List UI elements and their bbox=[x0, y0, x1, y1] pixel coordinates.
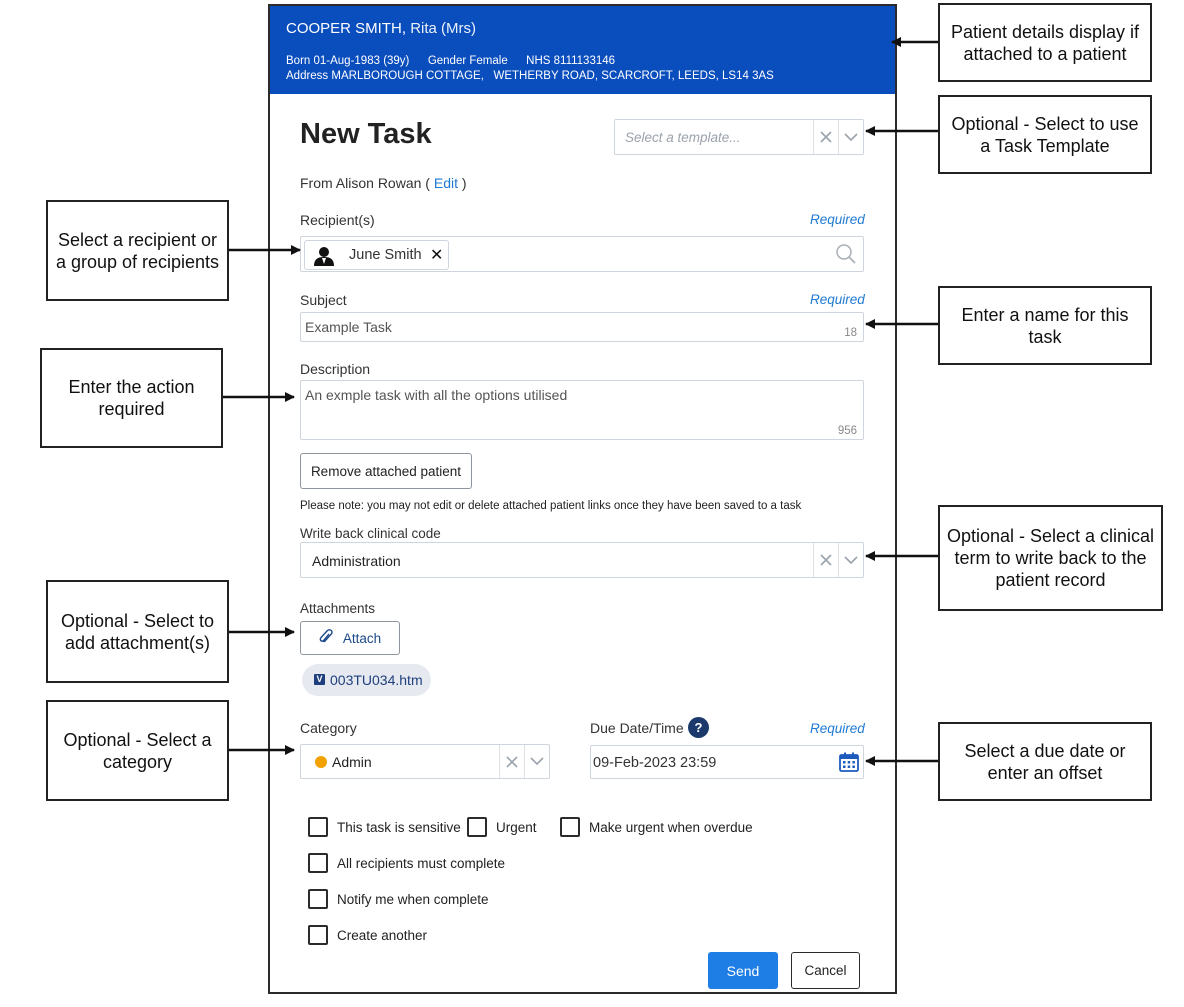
recipients-label: Recipient(s) bbox=[300, 212, 375, 228]
new-task-dialog: COOPER SMITH, Rita (Mrs) Born 01-Aug-198… bbox=[268, 4, 897, 994]
from-prefix: From bbox=[300, 175, 333, 191]
remove-recipient-icon[interactable]: ✕ bbox=[430, 247, 444, 264]
patient-surname: COOPER SMITH, bbox=[286, 20, 407, 37]
search-icon[interactable] bbox=[835, 243, 857, 270]
nhs-label: NHS bbox=[526, 55, 551, 67]
category-value: Admin bbox=[332, 754, 372, 770]
clear-icon[interactable] bbox=[499, 745, 524, 778]
due-date-required: Required bbox=[810, 721, 865, 736]
create-another-checkbox[interactable] bbox=[308, 925, 328, 945]
patient-demographics: Born 01-Aug-1983 (39y) Gender Female NHS… bbox=[286, 55, 615, 67]
callout-due-date: Select a due date or enter an offset bbox=[938, 722, 1152, 801]
subject-label: Subject bbox=[300, 292, 347, 308]
chevron-down-icon[interactable] bbox=[524, 745, 549, 778]
sensitive-checkbox[interactable] bbox=[308, 817, 328, 837]
urgent-overdue-checkbox-row[interactable]: Make urgent when overdue bbox=[560, 817, 753, 837]
callout-patient-details: Patient details display if attached to a… bbox=[938, 3, 1152, 82]
patient-name: COOPER SMITH, Rita (Mrs) bbox=[286, 20, 476, 37]
description-value: An exmple task with all the options util… bbox=[305, 387, 568, 403]
description-textarea[interactable]: An exmple task with all the options util… bbox=[300, 380, 864, 440]
callout-template: Optional - Select to use a Task Template bbox=[938, 95, 1152, 174]
clinical-code-label: Write back clinical code bbox=[300, 526, 441, 541]
address-value: MARLBOROUGH COTTAGE, WETHERBY ROAD, SCAR… bbox=[331, 70, 774, 82]
chevron-down-icon[interactable] bbox=[838, 543, 863, 577]
subject-value: Example Task bbox=[305, 319, 392, 335]
attach-label: Attach bbox=[342, 630, 382, 646]
clinical-code-value: Administration bbox=[312, 553, 401, 569]
attach-button[interactable]: Attach bbox=[300, 621, 400, 655]
urgent-checkbox[interactable] bbox=[467, 817, 487, 837]
dialog-title: New Task bbox=[300, 118, 432, 150]
clear-icon[interactable] bbox=[813, 120, 838, 154]
born-label: Born bbox=[286, 55, 311, 67]
subject-input[interactable]: Example Task 18 bbox=[300, 312, 864, 342]
edit-sender-link[interactable]: Edit bbox=[433, 175, 458, 191]
born-value: 01-Aug-1983 (39y) bbox=[313, 55, 410, 67]
urgent-overdue-label: Make urgent when overdue bbox=[589, 819, 753, 835]
template-select[interactable]: Select a template... bbox=[614, 119, 864, 155]
recipients-field[interactable]: June Smith ✕ bbox=[300, 236, 864, 272]
urgent-label: Urgent bbox=[496, 819, 537, 835]
recipient-chip[interactable]: June Smith ✕ bbox=[304, 240, 449, 270]
patient-forename-title: Rita (Mrs) bbox=[410, 20, 477, 37]
from-open-paren: ( bbox=[425, 175, 430, 191]
description-char-count: 956 bbox=[837, 425, 857, 437]
template-placeholder: Select a template... bbox=[625, 130, 741, 145]
recipient-name: June Smith bbox=[349, 247, 422, 263]
address-label: Address bbox=[286, 70, 329, 82]
urgent-overdue-checkbox[interactable] bbox=[560, 817, 580, 837]
recipients-required: Required bbox=[810, 212, 865, 227]
sensitive-label: This task is sensitive bbox=[337, 819, 461, 835]
patient-banner: COOPER SMITH, Rita (Mrs) Born 01-Aug-198… bbox=[270, 6, 895, 94]
attachments-label: Attachments bbox=[300, 601, 376, 616]
send-button[interactable]: Send bbox=[708, 952, 778, 989]
callout-recipient: Select a recipient or a group of recipie… bbox=[46, 200, 229, 301]
patient-link-note: Please note: you may not edit or delete … bbox=[300, 500, 802, 512]
cancel-button[interactable]: Cancel bbox=[791, 952, 860, 989]
from-close-paren: ) bbox=[461, 175, 467, 191]
nhs-value: 8111133146 bbox=[553, 55, 616, 67]
due-date-label: Due Date/Time bbox=[590, 720, 684, 736]
notify-checkbox[interactable] bbox=[308, 889, 328, 909]
urgent-checkbox-row[interactable]: Urgent bbox=[467, 817, 537, 837]
all-complete-checkbox[interactable] bbox=[308, 853, 328, 873]
file-type-icon: V bbox=[314, 674, 325, 685]
user-icon bbox=[313, 246, 335, 271]
attachment-filename: 003TU034.htm bbox=[330, 672, 423, 688]
paperclip-icon bbox=[319, 628, 333, 648]
create-another-checkbox-row[interactable]: Create another bbox=[308, 925, 427, 945]
create-another-label: Create another bbox=[337, 927, 428, 943]
category-label: Category bbox=[300, 720, 357, 736]
callout-description: Enter the action required bbox=[40, 348, 223, 448]
due-date-value: 09-Feb-2023 23:59 bbox=[593, 755, 717, 771]
subject-char-count: 18 bbox=[844, 327, 857, 339]
clinical-code-select[interactable]: Administration bbox=[300, 542, 864, 578]
callout-subject: Enter a name for this task bbox=[938, 286, 1152, 365]
remove-attached-patient-button[interactable]: Remove attached patient bbox=[300, 453, 472, 489]
attachment-chip[interactable]: V 003TU034.htm bbox=[302, 664, 431, 696]
gender-value: Female bbox=[469, 55, 508, 67]
notify-label: Notify me when complete bbox=[337, 891, 489, 907]
all-complete-checkbox-row[interactable]: All recipients must complete bbox=[308, 853, 505, 873]
help-icon[interactable]: ? bbox=[688, 717, 709, 738]
callout-clinical-term: Optional - Select a clinical term to wri… bbox=[938, 505, 1163, 611]
all-complete-label: All recipients must complete bbox=[337, 855, 506, 871]
clear-icon[interactable] bbox=[813, 543, 838, 577]
notify-checkbox-row[interactable]: Notify me when complete bbox=[308, 889, 489, 909]
callout-attachment: Optional - Select to add attachment(s) bbox=[46, 580, 229, 683]
sensitive-checkbox-row[interactable]: This task is sensitive bbox=[308, 817, 461, 837]
from-line: From Alison Rowan ( Edit ) bbox=[300, 175, 467, 191]
from-name: Alison Rowan bbox=[335, 175, 422, 191]
subject-required: Required bbox=[810, 292, 865, 307]
category-color-dot bbox=[315, 756, 327, 768]
gender-label: Gender bbox=[427, 55, 467, 67]
calendar-icon[interactable] bbox=[839, 752, 859, 777]
description-label: Description bbox=[300, 361, 371, 377]
callout-category: Optional - Select a category bbox=[46, 700, 229, 801]
patient-address: Address MARLBOROUGH COTTAGE, WETHERBY RO… bbox=[286, 70, 774, 82]
due-date-input[interactable]: 09-Feb-2023 23:59 bbox=[590, 745, 864, 779]
category-select[interactable]: Admin bbox=[300, 744, 550, 779]
chevron-down-icon[interactable] bbox=[838, 120, 863, 154]
